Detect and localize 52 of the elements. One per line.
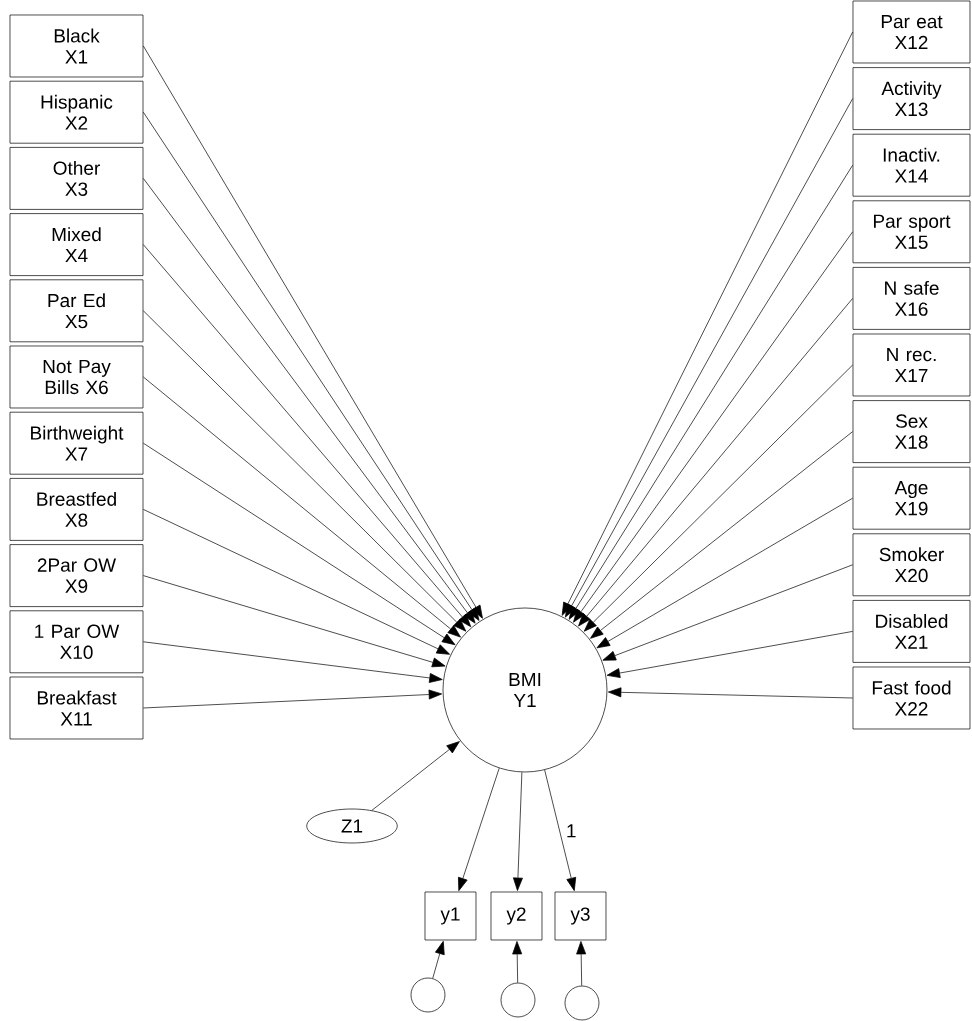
error-circle [410,977,446,1013]
arrow [608,687,853,699]
variable-box: Birthweight X7 [9,411,144,475]
variable-box: Disabled X21 [852,600,971,663]
variable-box: Other X3 [9,147,144,210]
error-circle [500,982,536,1018]
arrow [143,310,467,632]
arrow [590,431,853,639]
arrow [512,941,523,983]
variable-box: 1 Par OW X10 [9,610,144,674]
edge-label: 1 [564,823,578,839]
variable-box: Not Pay Bills X6 [9,345,144,409]
arrow [576,941,587,986]
variable-box: Activity X13 [852,67,971,130]
variable-box: Mixed X4 [9,213,144,276]
variable-box: Fast food X22 [852,666,971,730]
arrow [578,298,853,627]
arrow [143,442,456,646]
arrow [371,741,460,811]
arrow [596,497,853,649]
variable-box: Age X19 [852,466,971,530]
arrow [606,631,853,678]
arrow [432,941,445,979]
variable-box: Black X1 [9,14,144,78]
arrow [513,771,523,891]
variable-box: Sex X18 [852,400,971,463]
arrow [583,364,853,632]
variable-box: y2 [490,891,543,941]
arrow [143,509,450,655]
variable-box: N safe X16 [852,267,971,330]
arrow [544,769,577,891]
arrow [143,689,443,709]
arrow [573,231,853,623]
variable-box: Par eat X12 [852,0,971,64]
arrow [458,767,500,891]
error-circle [564,985,600,1021]
variable-box: Par Ed X5 [9,279,144,343]
arrow [143,376,461,638]
variable-box: y1 [424,891,477,941]
arrow [143,575,446,668]
variable-box: Hispanic X2 [9,80,144,144]
variable-box: y3 [554,891,607,941]
variable-box: Smoker X20 [852,533,971,597]
variable-box: Breakfast X11 [9,676,144,740]
variable-box: 2Par OW X9 [9,544,144,607]
arrow [143,244,472,627]
variable-box: Par sport X15 [852,200,971,264]
arrow [602,564,853,661]
variable-box: Breastfed X8 [9,478,144,541]
variable-box: Inactiv. X14 [852,133,971,197]
variable-box: N rec. X17 [852,333,971,397]
arrow [143,641,443,683]
